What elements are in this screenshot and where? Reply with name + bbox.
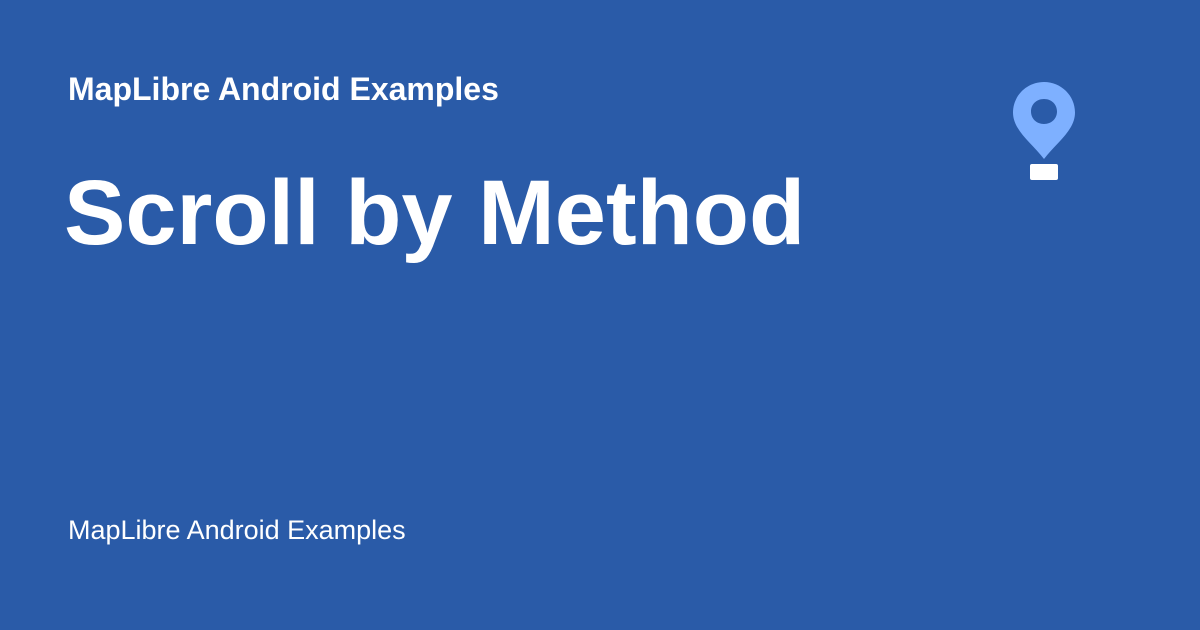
pin-shape (1013, 82, 1075, 159)
pin-base (1030, 164, 1058, 180)
site-name-heading: MapLibre Android Examples (68, 71, 499, 107)
map-pin-icon (1011, 80, 1077, 182)
footer-site-name: MapLibre Android Examples (68, 515, 406, 545)
page-title: Scroll by Method (64, 162, 806, 264)
